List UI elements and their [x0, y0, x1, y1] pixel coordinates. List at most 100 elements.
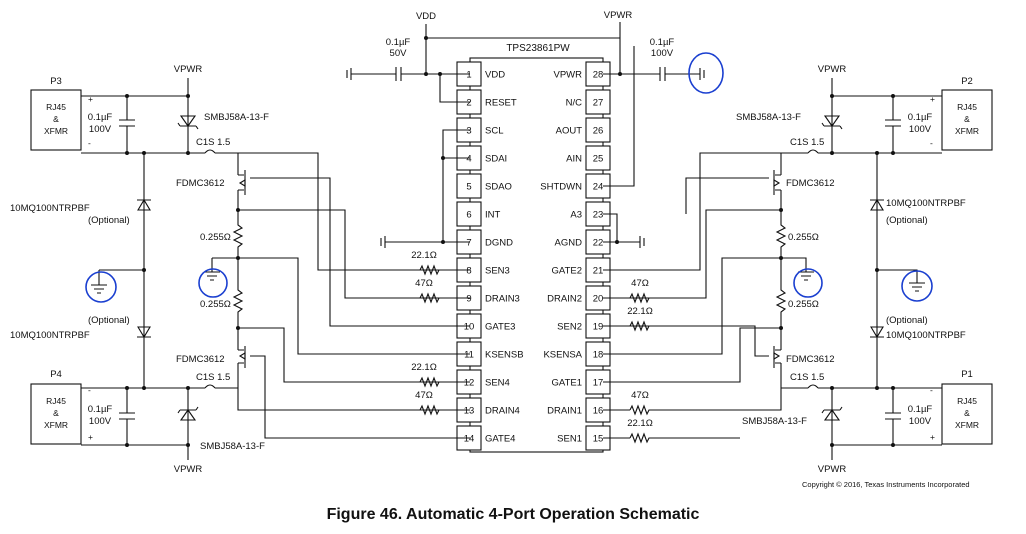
pin-number-24: 24	[593, 182, 604, 193]
svg-text:XFMR: XFMR	[955, 420, 979, 430]
svg-text:C1S 1.5: C1S 1.5	[790, 372, 824, 383]
pin-number-1: 1	[466, 70, 471, 81]
svg-text:22.1Ω: 22.1Ω	[411, 362, 437, 373]
svg-text:22.1Ω: 22.1Ω	[627, 418, 653, 429]
svg-text:VPWR: VPWR	[818, 64, 847, 75]
pin-box-6	[456, 201, 482, 227]
pin-name-5: SDAO	[485, 182, 512, 193]
svg-text:VPWR: VPWR	[174, 464, 203, 475]
pin-number-6: 6	[466, 210, 471, 221]
p1-label: P1	[961, 369, 973, 380]
pin-number-10: 10	[464, 322, 475, 333]
svg-text:VPWR: VPWR	[174, 64, 203, 75]
ic-body	[469, 57, 604, 453]
ic-name: TPS23861PW	[506, 43, 570, 54]
annotation-circle-left-ground	[198, 268, 228, 298]
cap-vpwr-value: 0.1µF	[650, 37, 675, 48]
annotation-circle-top	[688, 52, 724, 94]
svg-text:(Optional): (Optional)	[886, 215, 928, 226]
pin-name-24: SHTDWN	[540, 182, 582, 193]
pin-number-20: 20	[593, 294, 604, 305]
svg-text:XFMR: XFMR	[955, 126, 979, 136]
pin-name-16: DRAIN1	[547, 406, 582, 417]
svg-text:-: -	[930, 138, 933, 148]
svg-text:100V: 100V	[89, 416, 112, 427]
p4-label: P4	[50, 369, 62, 380]
pin-box-5	[456, 173, 482, 199]
left-fets: FDMC3612 0.255Ω 0.255Ω FDMC3612	[176, 153, 470, 439]
svg-text:&: &	[53, 408, 59, 418]
pin-number-15: 15	[593, 434, 604, 445]
pin-name-28: VPWR	[554, 70, 583, 81]
p4-connector	[30, 383, 82, 445]
pin-name-12: SEN4	[485, 378, 510, 389]
svg-text:C1S 1.5: C1S 1.5	[196, 137, 230, 148]
svg-text:FDMC3612: FDMC3612	[786, 178, 835, 189]
pin-box-27	[585, 89, 611, 115]
pin-number-11: 11	[464, 350, 474, 361]
pin-number-28: 28	[593, 70, 604, 81]
svg-text:0.1µF: 0.1µF	[908, 404, 933, 415]
port1-circuit: P1 RJ45 & XFMR - + 0.1µF 100V C1S 1.5 SM…	[742, 369, 993, 489]
pin-number-3: 3	[466, 126, 471, 137]
svg-text:VPWR: VPWR	[818, 464, 847, 475]
pin-number-22: 22	[593, 238, 604, 249]
svg-text:(Optional): (Optional)	[886, 315, 928, 326]
pin-name-8: SEN3	[485, 266, 510, 277]
vdd-label: VDD	[416, 11, 436, 22]
pin-name-6: INT	[485, 210, 501, 221]
port2-circuit: P2 RJ45 & XFMR + - 0.1µF 100V VPWR SMBJ5…	[603, 64, 993, 380]
svg-text:+: +	[930, 94, 935, 104]
pin-number-17: 17	[593, 378, 604, 389]
svg-text:(Optional): (Optional)	[88, 315, 130, 326]
copyright: Copyright © 2016, Texas Instruments Inco…	[802, 480, 970, 489]
ic-local-wiring	[380, 46, 645, 248]
pin-number-4: 4	[466, 154, 471, 165]
figure-caption: Figure 46. Automatic 4-Port Operation Sc…	[326, 506, 700, 523]
svg-text:+: +	[930, 432, 935, 442]
svg-text:47Ω: 47Ω	[631, 390, 649, 401]
svg-text:SMBJ58A-13-F: SMBJ58A-13-F	[200, 441, 265, 452]
svg-text:22.1Ω: 22.1Ω	[411, 250, 437, 261]
pin-number-13: 13	[464, 406, 475, 417]
pin-number-5: 5	[466, 182, 471, 193]
svg-text:SMBJ58A-13-F: SMBJ58A-13-F	[204, 112, 269, 123]
pin-box-25	[585, 145, 611, 171]
svg-text:10MQ100NTRPBF: 10MQ100NTRPBF	[10, 330, 90, 341]
svg-text:47Ω: 47Ω	[415, 278, 433, 289]
svg-text:10MQ100NTRPBF: 10MQ100NTRPBF	[886, 198, 966, 209]
pin-name-9: DRAIN3	[485, 294, 520, 305]
pin-name-20: DRAIN2	[547, 294, 582, 305]
svg-text:SMBJ58A-13-F: SMBJ58A-13-F	[736, 112, 801, 123]
p3-connector	[30, 89, 82, 151]
pin-number-14: 14	[464, 434, 475, 445]
pin-name-15: SEN1	[557, 434, 582, 445]
port3-circuit: P3 RJ45 & XFMR + - 0.1µF 100V VPWR SMBJ5…	[10, 64, 470, 380]
p2-label: P2	[961, 76, 973, 87]
svg-text:&: &	[964, 114, 970, 124]
pin-name-27: N/C	[566, 98, 583, 109]
pin-number-12: 12	[464, 378, 475, 389]
pin-name-11: KSENSB	[485, 350, 524, 361]
cap-vpwr-voltage: 100V	[651, 48, 674, 59]
top-supply-area: VDD 0.1µF 50V VPWR 0.1µF 100V	[346, 10, 724, 103]
pin-number-23: 23	[593, 210, 604, 221]
svg-text:0.255Ω: 0.255Ω	[200, 299, 231, 310]
pin-number-2: 2	[466, 98, 471, 109]
annotation-circle-right-ground	[793, 268, 823, 298]
svg-text:RJ45: RJ45	[46, 102, 66, 112]
pin-name-18: KSENSA	[543, 350, 582, 361]
svg-text:0.255Ω: 0.255Ω	[788, 299, 819, 310]
pin-number-9: 9	[466, 294, 471, 305]
svg-text:FDMC3612: FDMC3612	[176, 178, 225, 189]
svg-text:XFMR: XFMR	[44, 420, 68, 430]
pin-name-22: AGND	[555, 238, 583, 249]
pin-box-26	[585, 117, 611, 143]
svg-text:47Ω: 47Ω	[631, 278, 649, 289]
pin-name-23: A3	[570, 210, 582, 221]
pin-number-16: 16	[593, 406, 604, 417]
annotation-circle-left	[85, 271, 117, 303]
pin-name-21: GATE2	[552, 266, 582, 277]
right-fets: FDMC3612 0.255Ω 0.255Ω FDMC3612	[603, 153, 835, 388]
